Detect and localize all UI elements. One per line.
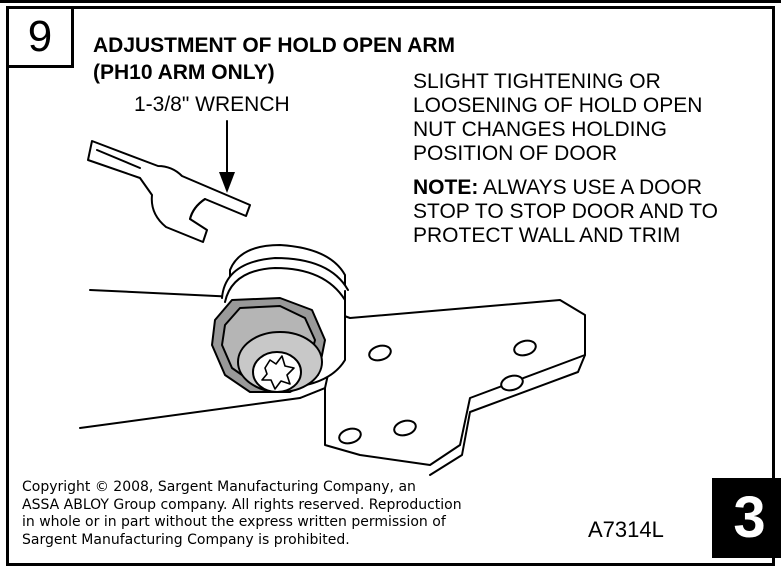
arrow-icon	[219, 120, 235, 193]
document-code: A7314L	[588, 517, 664, 542]
step-number: 9	[27, 12, 53, 61]
copyright-line: Sargent Manufacturing Company is prohibi…	[22, 531, 350, 548]
note-label: NOTE:	[413, 176, 479, 199]
arm-plate	[79, 289, 586, 476]
copyright-line: ASSA ABLOY Group company. All rights res…	[22, 496, 462, 513]
instruction-line: SLIGHT TIGHTENING OR	[413, 70, 661, 93]
page-top-border	[0, 0, 781, 3]
hold-open-arm-illustration	[79, 120, 586, 476]
wrench-label: 1-3/8" WRENCH	[134, 93, 290, 116]
copyright-line: Copyright © 2008, Sargent Manufacturing …	[22, 479, 416, 495]
note-line: PROTECT WALL AND TRIM	[413, 224, 681, 247]
page-number-box: 3	[712, 478, 781, 558]
instruction-line: LOOSENING OF HOLD OPEN	[413, 94, 703, 117]
wrench-icon	[87, 140, 251, 243]
instruction-line: NUT CHANGES HOLDING	[413, 118, 667, 141]
page-title: ADJUSTMENT OF HOLD OPEN ARM	[93, 34, 456, 57]
instruction-line: POSITION OF DOOR	[413, 142, 618, 165]
note-line: STOP TO STOP DOOR AND TO	[413, 200, 718, 223]
page-number: 3	[733, 485, 766, 550]
note-line: NOTE: ALWAYS USE A DOOR	[413, 176, 773, 200]
hex-nut	[211, 297, 326, 393]
step-number-box: 9	[6, 6, 74, 68]
copyright-notice: Copyright © 2008, Sargent Manufacturing …	[22, 479, 522, 549]
instruction-text: SLIGHT TIGHTENING OR LOOSENING OF HOLD O…	[413, 70, 773, 166]
note-first-line: ALWAYS USE A DOOR	[478, 176, 703, 199]
copyright-line: in whole or in part without the express …	[22, 514, 446, 530]
page-subtitle: (PH10 ARM ONLY)	[93, 61, 275, 84]
note-text: NOTE: ALWAYS USE A DOOR STOP TO STOP DOO…	[413, 176, 773, 248]
